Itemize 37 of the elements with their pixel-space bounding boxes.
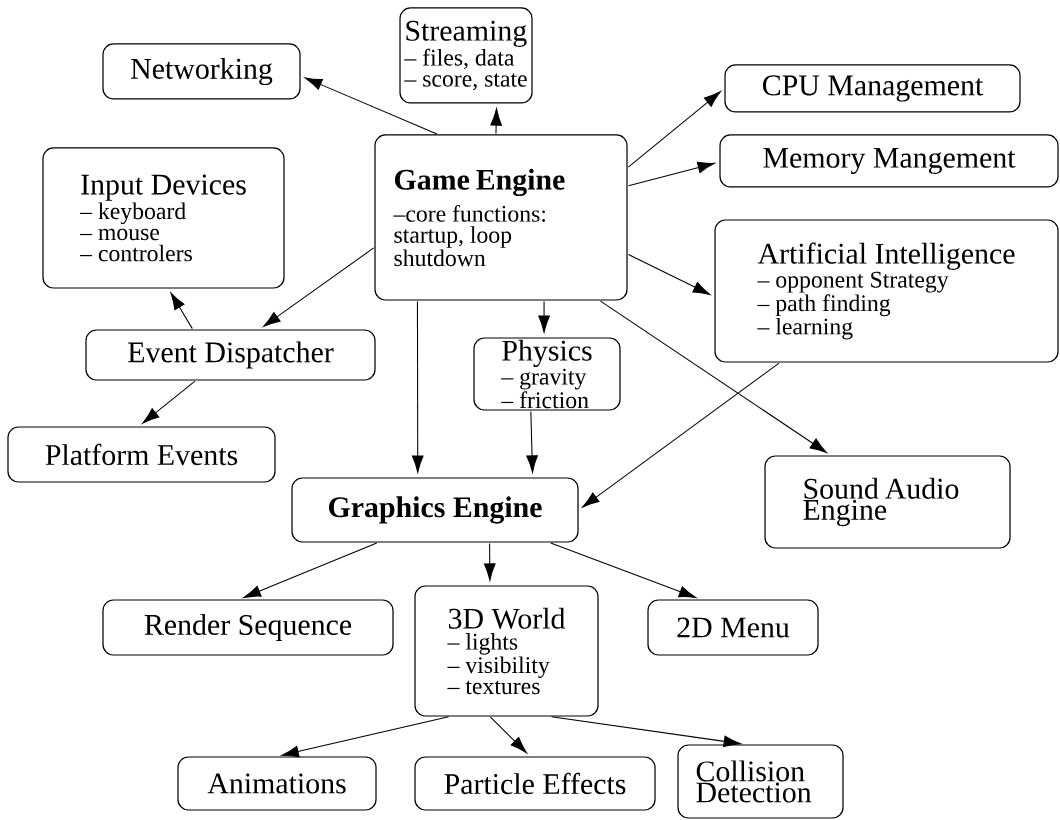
arrow (490, 108, 502, 135)
arrow (526, 410, 538, 473)
arrow (627, 253, 711, 295)
arrow (599, 300, 828, 454)
process-box: Render Sequence (102, 599, 394, 656)
process-box: Streaming – files, data – score, state (399, 7, 533, 104)
arrow (627, 91, 721, 168)
process-box: Graphics Engine (291, 477, 579, 543)
process-box: Physics – gravity – friction (473, 337, 621, 411)
arrow (490, 716, 528, 754)
process-box: CPU Management (724, 64, 1021, 113)
arrow (263, 247, 375, 327)
arrow (483, 542, 496, 581)
arrow (281, 716, 450, 758)
arrow (550, 542, 697, 599)
process-box: Particle Effects (414, 756, 656, 811)
arrow (170, 292, 193, 330)
process-box: Artificial Intelligence – opponent Strategy – path finding – learning (714, 219, 1059, 363)
arrow (142, 380, 196, 424)
process-box: 2D Menu (647, 599, 819, 656)
arrow (627, 161, 715, 187)
process-box: Platform Events (7, 426, 276, 483)
arrow (243, 542, 378, 598)
arrow (582, 362, 780, 508)
arrow (551, 716, 741, 748)
arrow (411, 300, 424, 473)
arrow (538, 300, 550, 333)
process-box: Collision Detection (677, 744, 844, 819)
process-box: Sound Audio Engine (764, 455, 1011, 549)
process-box: Game Engine –core functions: startup, loop shutdown (374, 134, 628, 301)
arrow (304, 77, 438, 135)
process-box: Input Devices – keyboard – mouse – controlers (42, 147, 285, 289)
process-box: Animations (177, 756, 377, 811)
process-box: Event Dispatcher (85, 329, 376, 381)
process-box: Memory Mangement (719, 134, 1059, 188)
process-box: 3D World – lights – visibility – textures (414, 585, 599, 717)
process-box: Networking (102, 43, 301, 100)
